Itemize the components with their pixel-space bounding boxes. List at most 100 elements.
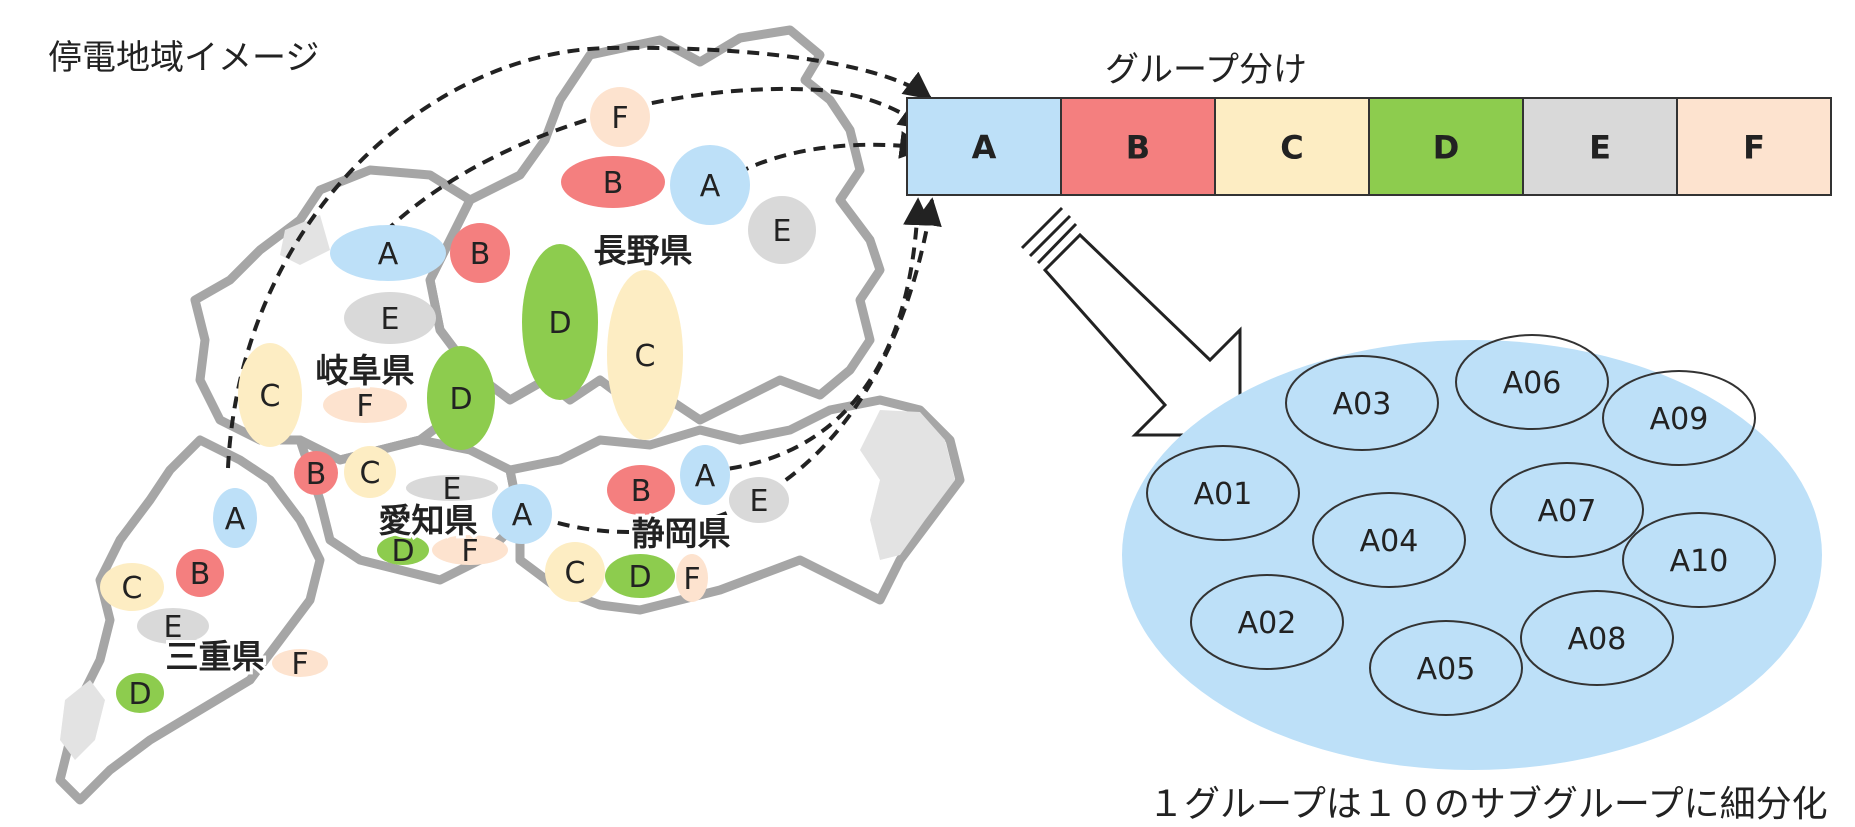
subgroup-outline bbox=[1455, 334, 1609, 430]
map-bubble-shape bbox=[330, 225, 446, 281]
group-box-f: F bbox=[1676, 97, 1832, 196]
map-bubble-label: A bbox=[695, 459, 716, 494]
subgroup-a06: A06 bbox=[1455, 334, 1609, 430]
prefecture-label: 長野県 bbox=[594, 231, 693, 270]
subgroup-container bbox=[1122, 340, 1822, 770]
subgroup-outline bbox=[1190, 574, 1344, 670]
prefecture-label: 静岡県 bbox=[632, 514, 731, 553]
subgroup-a03: A03 bbox=[1285, 355, 1439, 451]
subgroup-a02: A02 bbox=[1190, 574, 1344, 670]
map-bubble-label: B bbox=[603, 166, 624, 201]
map-bubble-label: D bbox=[628, 560, 651, 595]
map-gray-regions bbox=[60, 215, 955, 760]
subgroup-label: A03 bbox=[1333, 387, 1392, 422]
map-bubble-b: B bbox=[176, 549, 224, 597]
map-bubble-c: C bbox=[100, 563, 164, 611]
map-bubble-e: E bbox=[406, 472, 498, 507]
subgroup-label: A05 bbox=[1417, 652, 1476, 687]
map-bubble-d: D bbox=[605, 554, 675, 598]
group-label: B bbox=[1126, 129, 1150, 167]
subgroup-outline bbox=[1622, 512, 1776, 608]
map-bubble-label: A bbox=[225, 502, 246, 537]
map-bubble-f: F bbox=[590, 87, 650, 147]
subgroup-outline bbox=[1146, 445, 1300, 541]
map-bubble-label: A bbox=[700, 169, 721, 204]
group-box-a: A bbox=[906, 97, 1062, 196]
group-box-c: C bbox=[1214, 97, 1370, 196]
map-bubble-label: D bbox=[449, 382, 472, 417]
map-bubble-shape bbox=[176, 549, 224, 597]
subgroup-a01: A01 bbox=[1146, 445, 1300, 541]
map-bubble-c: C bbox=[607, 270, 683, 440]
map-bubble-b: B bbox=[561, 156, 665, 208]
map-bubble-label: D bbox=[391, 534, 414, 569]
map-bubble-shape bbox=[377, 535, 429, 565]
map-bubble-a: A bbox=[330, 225, 446, 281]
map-bubble-label: F bbox=[611, 101, 628, 136]
map-bubble-shape bbox=[427, 346, 495, 450]
map-bubble-d: D bbox=[377, 534, 429, 569]
subgroup-label: A04 bbox=[1360, 524, 1419, 559]
map-bubble-label: B bbox=[470, 237, 491, 272]
map-bubble-label: C bbox=[260, 379, 281, 414]
map-bubble-label: E bbox=[164, 610, 183, 645]
map-bubble-shape bbox=[748, 196, 816, 264]
map-bubble-a: A bbox=[213, 488, 257, 548]
map-bubble-label: B bbox=[306, 457, 327, 492]
group-box-fill bbox=[1676, 97, 1832, 196]
map-bubble-label: C bbox=[565, 556, 586, 591]
map-bubble-a: A bbox=[680, 445, 730, 505]
subgroup-a07: A07 bbox=[1490, 462, 1644, 558]
map-bubble-shape bbox=[545, 542, 605, 602]
map-bubble-shape bbox=[605, 554, 675, 598]
map-title: 停電地域イメージ bbox=[48, 38, 320, 78]
map-bubble-shape bbox=[213, 488, 257, 548]
group-box-fill bbox=[1060, 97, 1216, 196]
map-bubble-shape bbox=[607, 270, 683, 440]
map-bubble-shape bbox=[323, 387, 407, 423]
subdivide-arrow bbox=[1020, 206, 1242, 437]
subgroup-label: A06 bbox=[1503, 366, 1562, 401]
map-bubble-label: C bbox=[122, 571, 143, 606]
map-bubble-shape bbox=[238, 343, 302, 447]
map-bubble-shape bbox=[137, 608, 209, 644]
subgroup-a09: A09 bbox=[1602, 370, 1756, 466]
group-label: C bbox=[1280, 129, 1303, 167]
map-bubble-shape bbox=[670, 145, 750, 225]
prefecture-label: 三重県 bbox=[166, 637, 265, 676]
group-box-d: D bbox=[1368, 97, 1524, 196]
map-bubble-shape bbox=[607, 465, 675, 515]
subgroup-label: A07 bbox=[1538, 494, 1597, 529]
subgroup-a10: A10 bbox=[1622, 512, 1776, 608]
map-bubble-label: F bbox=[461, 534, 478, 569]
map-bubble-c: C bbox=[238, 343, 302, 447]
map-bubble-label: F bbox=[683, 562, 700, 597]
map-bubble-label: E bbox=[381, 302, 400, 337]
group-label: D bbox=[1433, 129, 1460, 167]
subgroup-label: A08 bbox=[1568, 622, 1627, 657]
groups-title: グループ分け bbox=[1105, 50, 1307, 90]
subgroup-outline bbox=[1369, 620, 1523, 716]
prefecture-label: 岐阜県 bbox=[316, 351, 415, 390]
map-bubble-label: C bbox=[635, 339, 656, 374]
subgroup-a04: A04 bbox=[1312, 492, 1466, 588]
map-bubble-d: D bbox=[116, 673, 164, 713]
map-bubble-label: E bbox=[773, 214, 792, 249]
map-bubble-shape bbox=[100, 563, 164, 611]
map-bubble-label: A bbox=[378, 237, 399, 272]
caption: １グループは１０のサブグループに細分化 bbox=[1148, 784, 1828, 825]
group-box-fill bbox=[1522, 97, 1678, 196]
group-label: F bbox=[1743, 129, 1765, 167]
map-bubble-label: D bbox=[128, 677, 151, 712]
map-bubble-a: A bbox=[492, 484, 552, 544]
group-box-b: B bbox=[1060, 97, 1216, 196]
map-bubble-label: F bbox=[291, 647, 308, 682]
group-label: A bbox=[972, 129, 997, 167]
group-box-fill bbox=[1214, 97, 1370, 196]
map-bubble-f: F bbox=[323, 387, 407, 424]
map-bubble-d: D bbox=[522, 244, 598, 400]
subgroup-outline bbox=[1285, 355, 1439, 451]
map-bubble-label: A bbox=[512, 498, 533, 533]
map-bubble-e: E bbox=[729, 477, 789, 523]
